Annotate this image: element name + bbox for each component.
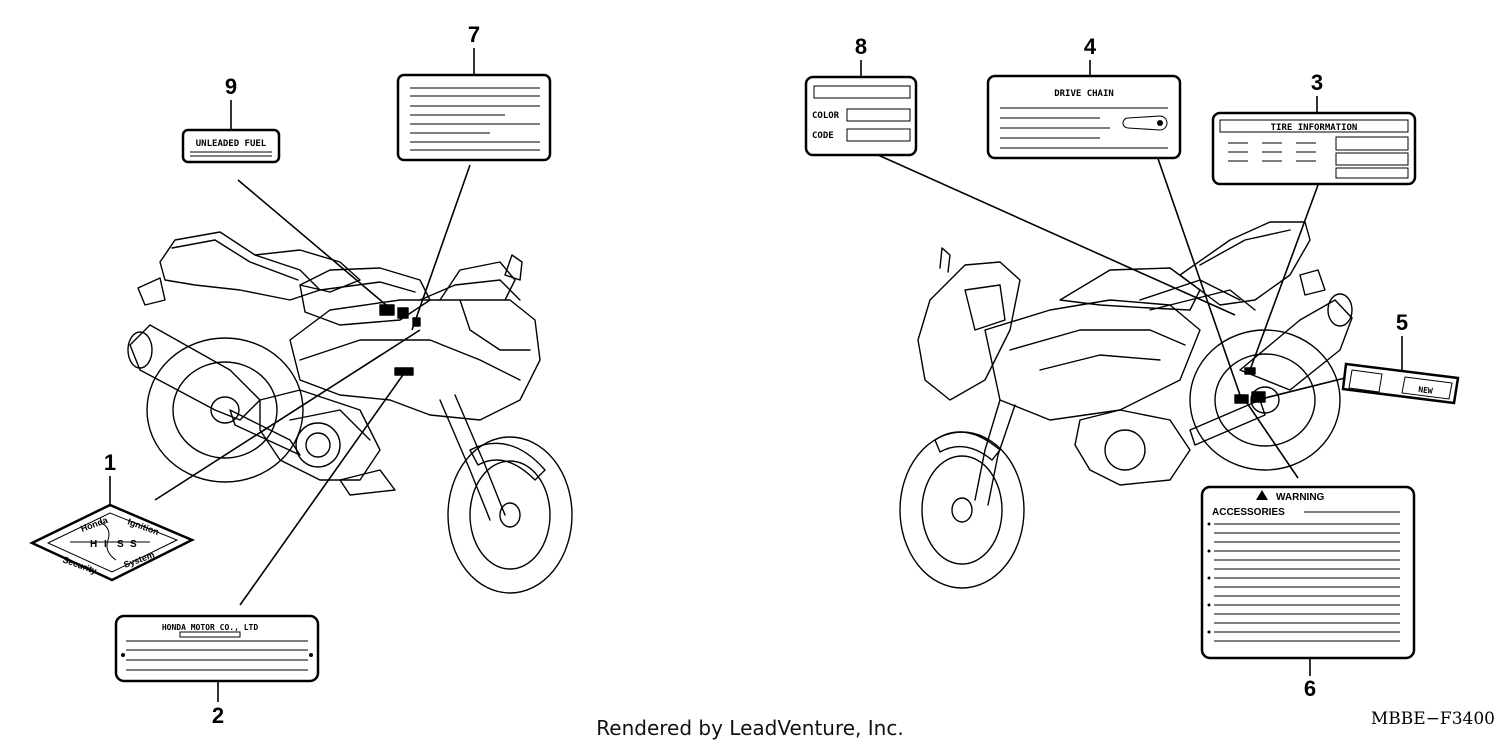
callout-7: 7 — [468, 22, 480, 47]
callout-6: 6 — [1304, 676, 1316, 701]
callout-8: 8 — [855, 34, 867, 59]
callout-3: 3 — [1311, 70, 1323, 95]
label-6-warning-accessories: WARNING ACCESSORIES — [1200, 485, 1416, 660]
motorcycle-right-side — [899, 221, 1353, 589]
unleaded-fuel-text: UNLEADED FUEL — [196, 139, 267, 149]
label-2-manufacturer-plate: HONDA MOTOR CO., LTD — [114, 614, 320, 683]
hiss-letter-s2: S — [130, 539, 137, 550]
diagram-code: MBBE−F3400 — [1371, 709, 1495, 729]
warning-title: WARNING — [1276, 492, 1325, 503]
code-field-label: CODE — [812, 131, 834, 141]
leader-lines-right — [877, 149, 1346, 479]
new-sticker-text: NEW — [1418, 385, 1434, 396]
label-9-unleaded-fuel: UNLEADED FUEL — [181, 128, 281, 164]
honda-motor-text: HONDA MOTOR CO., LTD — [162, 623, 259, 632]
hiss-letter-h: H — [90, 539, 97, 550]
callout-5: 5 — [1396, 310, 1408, 335]
drive-chain-title: DRIVE CHAIN — [1054, 89, 1114, 99]
label-3-tire-information: TIRE INFORMATION — [1211, 111, 1417, 186]
label-5-new-sticker: NEW — [1341, 362, 1460, 405]
motorcycle-left-side — [127, 231, 573, 594]
label-1-hiss-emblem: Honda Ignition Security System H I S S — [29, 503, 195, 582]
color-field-label: COLOR — [812, 111, 840, 121]
callout-9: 9 — [225, 74, 237, 99]
tire-information-title: TIRE INFORMATION — [1271, 123, 1358, 133]
rendered-by-credit: Rendered by LeadVenture, Inc. — [596, 716, 903, 740]
label-4-drive-chain: DRIVE CHAIN — [986, 74, 1182, 160]
callout-1: 1 — [104, 450, 116, 475]
label-8-color-code-plate: COLOR CODE — [804, 75, 918, 157]
label-7-info-plate — [396, 73, 552, 162]
hiss-letter-i: I — [104, 539, 107, 550]
accessories-heading: ACCESSORIES — [1212, 507, 1285, 518]
callout-4: 4 — [1084, 34, 1097, 59]
leader-lines-left — [154, 164, 471, 606]
hiss-letter-s1: S — [117, 539, 124, 550]
callout-2: 2 — [212, 703, 224, 728]
